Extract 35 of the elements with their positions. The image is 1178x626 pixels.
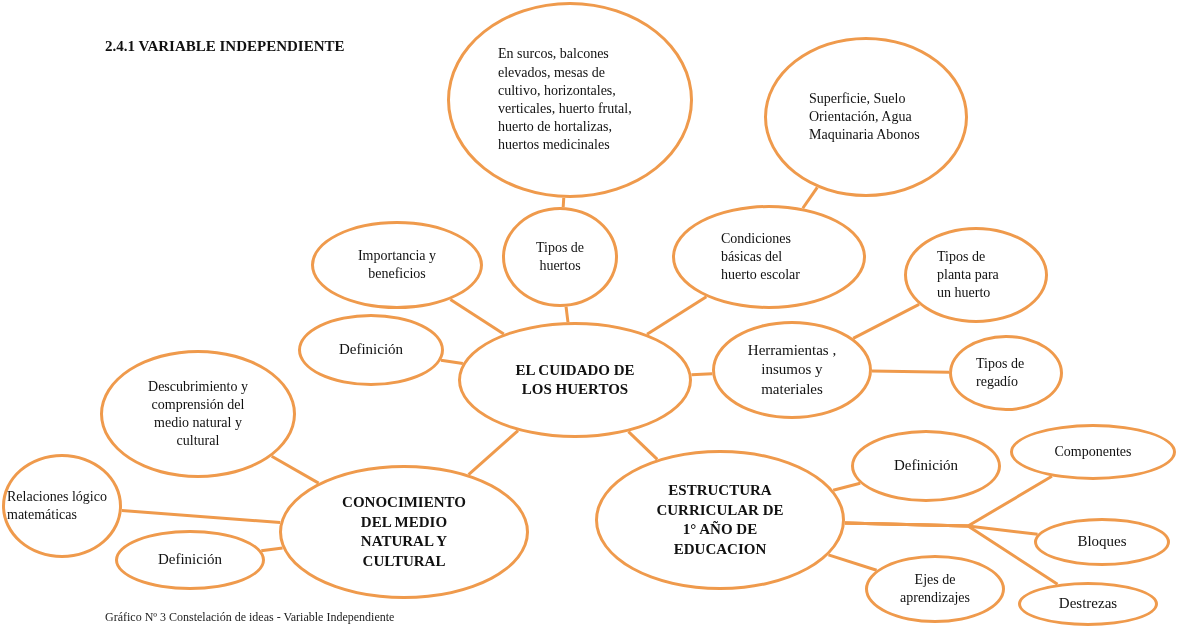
node-label: Definición bbox=[892, 456, 960, 476]
connector-line bbox=[564, 306, 570, 323]
connector-line bbox=[828, 553, 878, 572]
node-label: Tipos de regadío bbox=[976, 354, 1026, 391]
connector-line bbox=[627, 430, 659, 461]
node-label: Bloques bbox=[1076, 532, 1128, 552]
connector-line bbox=[270, 454, 320, 485]
connector-line bbox=[871, 369, 950, 374]
node-label: Definición bbox=[337, 340, 405, 360]
figure-caption: Gráfico Nº 3 Constelación de ideas - Variable Independiente bbox=[105, 610, 395, 625]
connector-line bbox=[121, 509, 281, 525]
node-label: Importancia y beneficios bbox=[356, 246, 438, 283]
node-label: CONOCIMIENTO DEL MEDIO NATURAL Y CULTURAL bbox=[341, 493, 467, 571]
node-label: Tipos de planta para un huerto bbox=[937, 247, 1000, 303]
node-label: Destrezas bbox=[1057, 594, 1119, 614]
connector-line bbox=[691, 372, 713, 377]
connector-line bbox=[261, 546, 283, 553]
node-label: En surcos, balcones elevados, mesas de cultivo, horizontales, verticales, huerto frutal, huerto de hortalizas, huertos medicinales bbox=[498, 45, 633, 155]
connector-line bbox=[561, 197, 566, 208]
connector-line bbox=[467, 429, 519, 476]
node-label: Condiciones básicas del huerto escolar bbox=[721, 229, 801, 285]
connector-line bbox=[852, 303, 920, 340]
node-label: EL CUIDADO DE LOS HUERTOS bbox=[514, 360, 636, 399]
node-label: Herramientas , insumos y materiales bbox=[746, 340, 838, 399]
node-label: Descubrimiento y comprensión del medio natural y cultural bbox=[147, 377, 249, 451]
node-label: Tipos de huertos bbox=[534, 238, 586, 275]
node-label: Componentes bbox=[1053, 442, 1133, 461]
node-label: Relaciones lógico matemáticas bbox=[7, 487, 108, 524]
node-label: ESTRUCTURA CURRICULAR DE 1° AÑO DE EDUCACION bbox=[655, 481, 785, 559]
connector-line bbox=[449, 298, 505, 336]
diagram-title: 2.4.1 VARIABLE INDEPENDIENTE bbox=[105, 38, 345, 55]
node-label: Superficie, Suelo Orientación, Agua Maquinaria Abonos bbox=[809, 89, 921, 145]
connector-line bbox=[646, 295, 708, 336]
node-label: Ejes de aprendizajes bbox=[899, 570, 971, 607]
node-label: Definición bbox=[156, 550, 224, 570]
